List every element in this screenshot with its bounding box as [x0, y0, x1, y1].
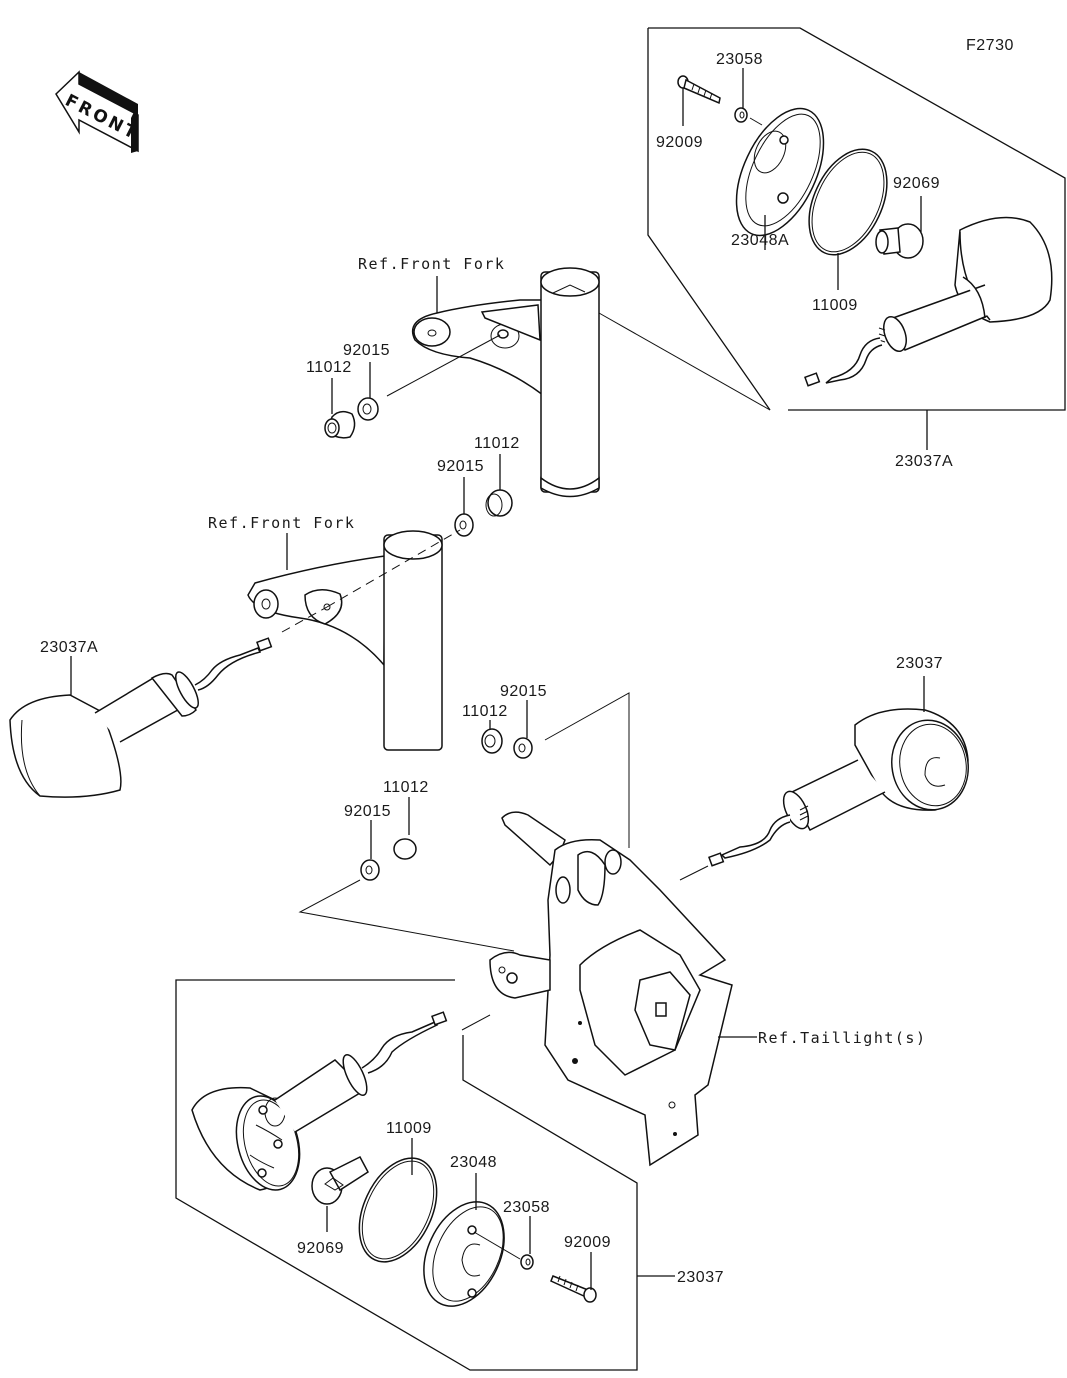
screw-92009-bottom [550, 1275, 597, 1303]
callout-mid-nut: 92015 [437, 458, 484, 475]
callout-rear-right-nut: 92015 [500, 683, 547, 700]
damper-11012-rear-left [393, 838, 417, 860]
washer-23058-bottom [520, 1254, 534, 1270]
bulb-92069-bottom [311, 1156, 369, 1205]
taillight-bracket [489, 811, 733, 1167]
callout-right-assembly: 23037 [896, 655, 943, 672]
bottom-group-outline [175, 979, 638, 1371]
signal-23037A-top [804, 216, 1053, 387]
lens-23048-bottom [423, 1201, 505, 1307]
callout-bottom-washer: 23058 [503, 1199, 550, 1216]
bulb-92069-top [875, 223, 924, 259]
signal-23037A-left [9, 637, 273, 798]
callout-rear-left-nut: 92015 [344, 803, 391, 820]
washer-23058-top [734, 107, 748, 123]
front-arrow-icon: FRONT [55, 70, 142, 153]
nut-92015-upper [357, 397, 379, 421]
callout-top-washer: 23058 [716, 51, 763, 68]
callout-mid-damper: 11012 [474, 435, 520, 452]
damper-11012-rear-right [481, 728, 503, 754]
callout-top-lens: 23048A [731, 232, 789, 249]
ref-front-fork-upper: Ref.Front Fork [358, 255, 505, 273]
diagram-id: F2730 [966, 37, 1014, 54]
callout-bottom-assembly: 23037 [677, 1269, 724, 1286]
ref-taillight: Ref.Taillight(s) [758, 1029, 927, 1047]
front-fork-lower [247, 530, 443, 751]
screw-92009-top [677, 75, 721, 105]
signal-23037-right [708, 708, 969, 867]
callout-rear-right-damper: 11012 [462, 703, 508, 720]
callout-bottom-lens: 23048 [450, 1154, 497, 1171]
callout-top-assembly: 23037A [895, 453, 953, 470]
nut-92015-rear-right [513, 737, 533, 759]
front-fork-upper [411, 267, 600, 498]
lens-23048A [735, 107, 825, 237]
callout-top-screw: 92009 [656, 134, 703, 151]
callout-top-bulb: 92069 [893, 175, 940, 192]
callout-top-gasket: 11009 [812, 297, 858, 314]
callout-bottom-bulb: 92069 [297, 1240, 344, 1257]
top-group-outline [647, 27, 1066, 411]
callout-upper-nut: 92015 [343, 342, 390, 359]
signal-23037-bottom [191, 1011, 448, 1191]
gasket-11009-bottom [358, 1157, 438, 1263]
callout-upper-damper: 11012 [306, 359, 352, 376]
gasket-11009-top [808, 148, 888, 256]
callout-bottom-screw: 92009 [564, 1234, 611, 1251]
damper-11012-mid [485, 489, 513, 517]
callout-bottom-gasket: 11009 [386, 1120, 432, 1137]
callout-left-assembly: 23037A [40, 639, 98, 656]
nut-92015-rear-left [360, 859, 380, 881]
callout-rear-left-damper: 11012 [383, 779, 429, 796]
ref-front-fork-lower: Ref.Front Fork [208, 514, 355, 532]
nut-92015-mid [454, 513, 474, 537]
damper-11012-upper [324, 410, 356, 439]
